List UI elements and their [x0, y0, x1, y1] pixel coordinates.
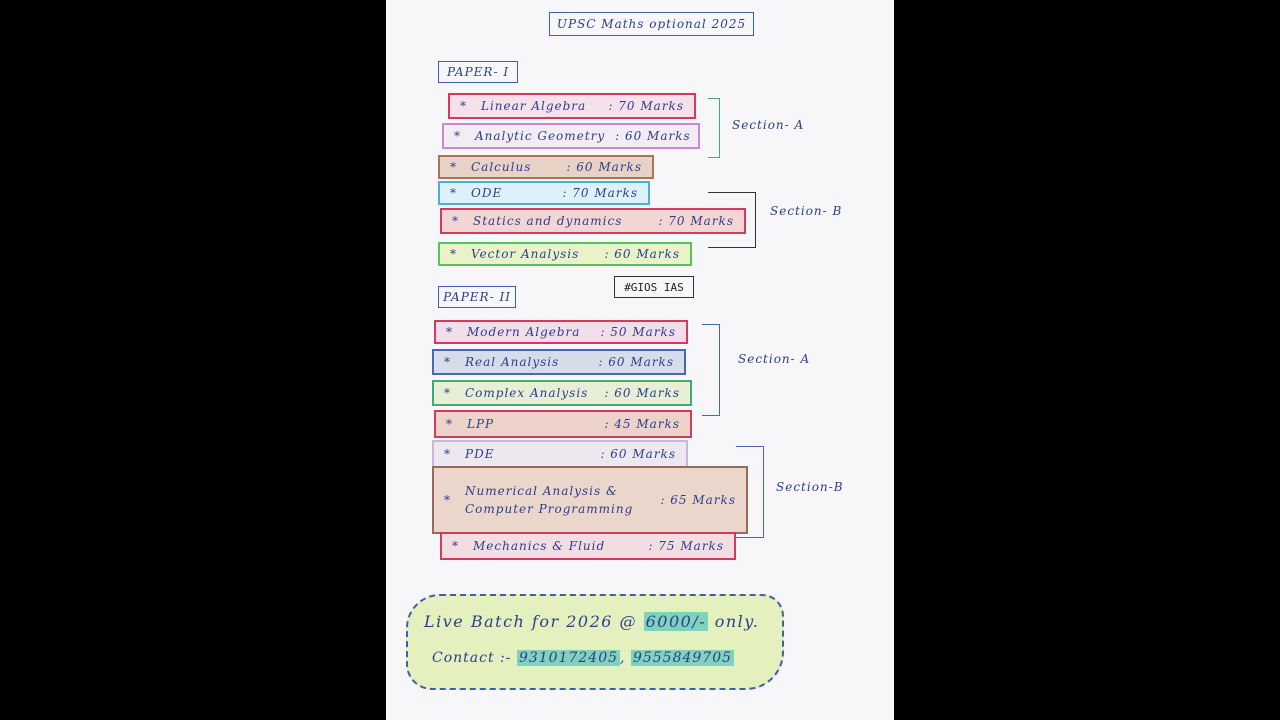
topic-marks: : 60 Marks	[566, 160, 642, 174]
bullet-star: *	[450, 186, 457, 200]
contact-phone-2: 9555849705	[630, 650, 735, 666]
topic-name: Complex Analysis	[465, 386, 589, 400]
topic-name: ODE	[471, 186, 503, 200]
topic-marks: : 60 Marks	[598, 355, 674, 369]
topic-name: Mechanics & Fluid	[473, 539, 606, 553]
topic-name: Linear Algebra	[481, 99, 587, 113]
topic-marks: : 70 Marks	[562, 186, 638, 200]
paper-1-section-a-label: Section- A	[732, 118, 805, 132]
bullet-star: *	[446, 417, 453, 431]
topic-marks: : 60 Marks	[604, 247, 680, 261]
promo-only-text: only.	[714, 612, 760, 631]
bullet-star: *	[444, 355, 451, 369]
promo-contact-line: Contact :- 9310172405, 9555849705	[432, 650, 735, 666]
topic-name: PDE	[465, 447, 495, 461]
bullet-star: *	[446, 325, 453, 339]
topic-name: Modern Algebra	[467, 325, 581, 339]
paper-2-label: PAPER- II	[438, 286, 516, 308]
topic-complex-analysis: * Complex Analysis : 60 Marks	[432, 380, 692, 406]
topic-ode: * ODE : 70 Marks	[438, 181, 650, 205]
topic-marks: : 60 Marks	[600, 447, 676, 461]
topic-marks: : 60 Marks	[604, 386, 680, 400]
bullet-star: *	[450, 160, 457, 174]
promo-batch-line: Live Batch for 2026 @ 6000/- only.	[424, 612, 759, 631]
bullet-star: *	[452, 214, 459, 228]
bullet-star: *	[444, 493, 451, 507]
document-title: UPSC Maths optional 2025	[549, 12, 754, 36]
paper-2-section-a-label: Section- A	[738, 352, 811, 366]
bullet-star: *	[460, 99, 467, 113]
promo-batch-text: Live Batch for 2026 @	[424, 612, 638, 631]
topic-name: Calculus	[471, 160, 532, 174]
promo-box: Live Batch for 2026 @ 6000/- only. Conta…	[406, 594, 784, 690]
document-page: UPSC Maths optional 2025 PAPER- I * Line…	[386, 0, 894, 720]
topic-real-analysis: * Real Analysis : 60 Marks	[432, 349, 686, 375]
paper-1-section-a-bracket	[708, 98, 720, 158]
contact-separator: ,	[620, 650, 626, 666]
paper-2-section-a-bracket	[702, 324, 720, 416]
topic-modern-algebra: * Modern Algebra : 50 Marks	[434, 320, 688, 344]
paper-2-section-b-bracket	[736, 446, 764, 538]
topic-marks: : 70 Marks	[658, 214, 734, 228]
topic-linear-algebra: * Linear Algebra : 70 Marks	[448, 93, 696, 119]
topic-mechanics-and-fluid: * Mechanics & Fluid : 75 Marks	[440, 532, 736, 560]
topic-marks: : 70 Marks	[608, 99, 684, 113]
topic-marks: : 65 Marks	[660, 493, 736, 507]
paper-2-section-b-label: Section-B	[776, 480, 844, 494]
topic-marks: : 45 Marks	[604, 417, 680, 431]
topic-name: Numerical Analysis & Computer Programmin…	[465, 484, 634, 516]
promo-price: 6000/-	[643, 612, 709, 631]
contact-label: Contact :-	[432, 650, 512, 666]
bullet-star: *	[454, 129, 461, 143]
topic-marks: : 60 Marks	[615, 129, 691, 143]
bullet-star: *	[444, 447, 451, 461]
topic-name: LPP	[467, 417, 495, 431]
topic-statics-and-dynamics: * Statics and dynamics : 70 Marks	[440, 208, 746, 234]
bullet-star: *	[450, 247, 457, 261]
topic-numerical-analysis: * Numerical Analysis & Computer Programm…	[432, 466, 748, 534]
topic-name: Vector Analysis	[471, 247, 580, 261]
topic-calculus: * Calculus : 60 Marks	[438, 155, 654, 179]
contact-phone-1: 9310172405	[516, 650, 621, 666]
bullet-star: *	[444, 386, 451, 400]
topic-vector-analysis: * Vector Analysis : 60 Marks	[438, 242, 692, 266]
brand-tag: #GIOS IAS	[614, 276, 694, 298]
topic-name: Statics and dynamics	[473, 214, 623, 228]
topic-marks: : 50 Marks	[600, 325, 676, 339]
topic-analytic-geometry: * Analytic Geometry : 60 Marks	[442, 123, 700, 149]
topic-name: Real Analysis	[465, 355, 560, 369]
topic-lpp: * LPP : 45 Marks	[434, 410, 692, 438]
topic-name: Analytic Geometry	[475, 129, 606, 143]
paper-1-section-b-bracket	[708, 192, 756, 248]
topic-marks: : 75 Marks	[648, 539, 724, 553]
paper-1-section-b-label: Section- B	[770, 204, 843, 218]
topic-pde: * PDE : 60 Marks	[432, 440, 688, 468]
bullet-star: *	[452, 539, 459, 553]
paper-1-label: PAPER- I	[438, 61, 518, 83]
